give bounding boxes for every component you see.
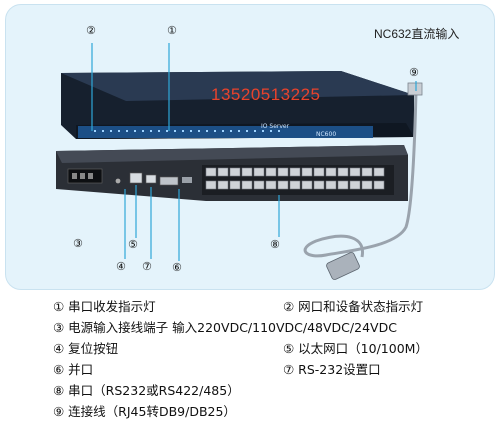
product-figure-panel: NC632直流输入 13520513225 IO Server NC600 ① …: [5, 4, 495, 290]
device-model-text: NC600: [316, 131, 337, 138]
callout-5: ⑤: [128, 238, 138, 251]
legend-item-status-leds: ② 网口和设备状态指示灯: [283, 299, 424, 314]
legend-item-cable: ⑨ 连接线（RJ45转DB9/DB25）: [53, 404, 236, 419]
device-illustration: [56, 43, 423, 280]
top-device: [61, 71, 414, 139]
rear-device: [56, 145, 408, 201]
legend-item-parallel-port: ⑥ 并口: [53, 362, 94, 377]
legend-item-ethernet-port: ⑤ 以太网口（10/100M）: [283, 341, 428, 356]
callout-2: ②: [86, 24, 96, 37]
legend-item-serial-ports: ⑧ 串口（RS232或RS422/485）: [53, 383, 240, 398]
callout-9: ⑨: [409, 66, 419, 79]
callout-8: ⑧: [270, 238, 280, 251]
legend-item-power-terminal: ③ 电源输入接线端子 输入220VDC/110VDC/48VDC/24VDC: [53, 320, 397, 335]
callout-4: ④: [116, 260, 126, 273]
phone-watermark: 13520513225: [211, 85, 321, 104]
legend-item-serial-leds: ① 串口收发指示灯: [53, 299, 156, 314]
connection-cable: [303, 82, 423, 280]
callout-7: ⑦: [142, 260, 152, 273]
callout-1: ①: [167, 24, 177, 37]
legend-item-rs232-setup-port: ⑦ RS-232设置口: [283, 362, 381, 377]
legend-item-reset-button: ④ 复位按钮: [53, 341, 119, 356]
feature-legend: ① 串口收发指示灯 ② 网口和设备状态指示灯 ③ 电源输入接线端子 输入220V…: [0, 290, 499, 423]
device-brand-text: IO Server: [261, 123, 290, 130]
model-label: NC632直流输入: [374, 27, 460, 41]
callout-leader-lines: [91, 43, 417, 261]
callout-6: ⑥: [172, 261, 182, 274]
callout-3: ③: [73, 237, 83, 250]
